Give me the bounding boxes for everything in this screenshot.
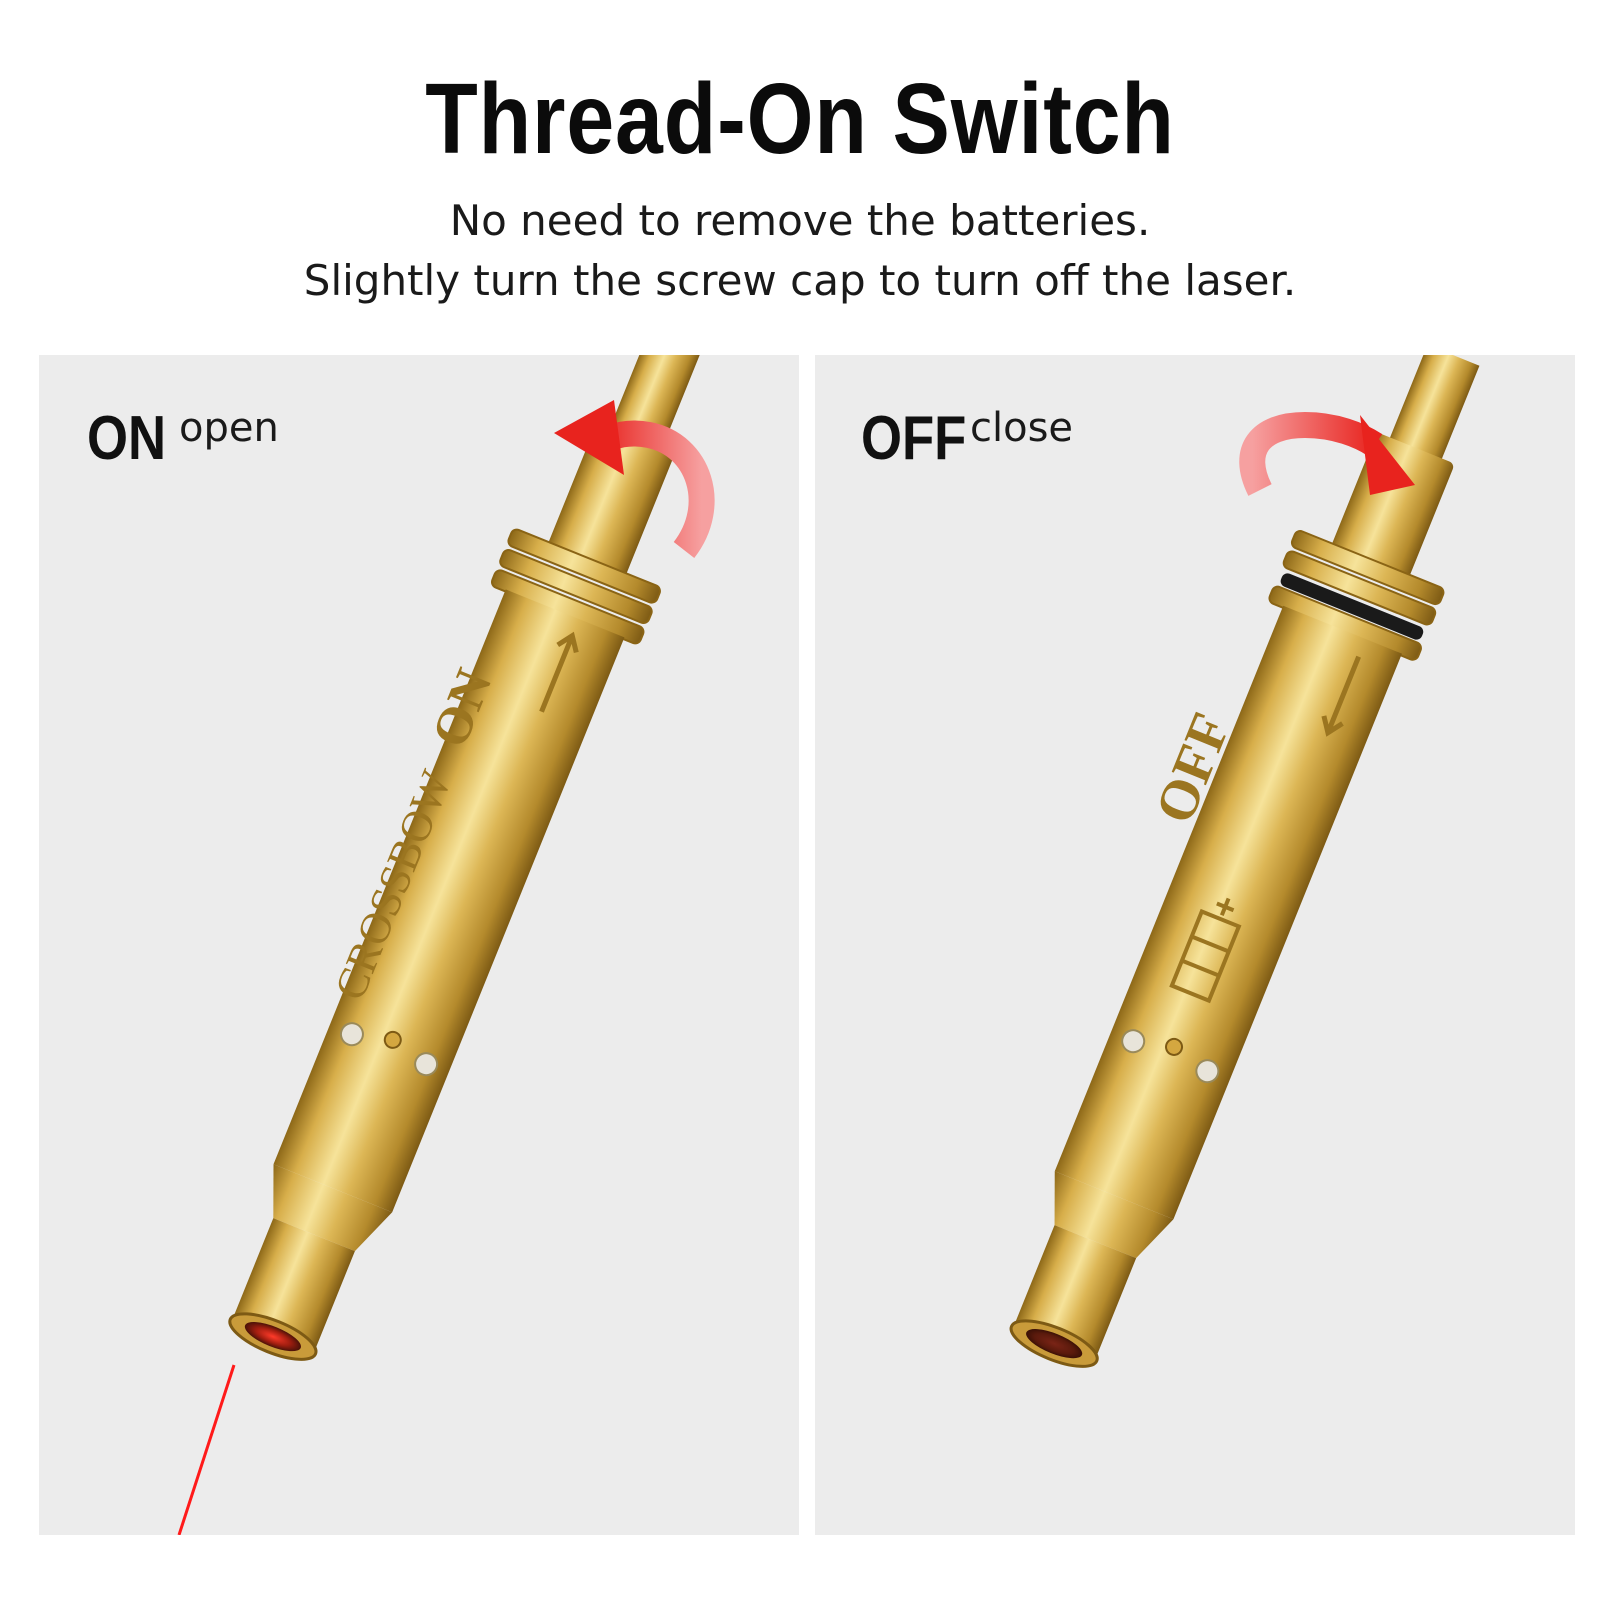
on-boresighter-illustration: CROSSBOW ON — [177, 355, 715, 1535]
state-description-close: close — [970, 405, 1074, 451]
off-boresighter-illustration: OFF — [1009, 355, 1480, 1368]
battery-icon — [1169, 897, 1242, 1004]
laser-beam — [177, 1364, 236, 1535]
up-arrow-engraving-icon — [539, 631, 579, 713]
subtitle-line-2: Slightly turn the screw cap to turn off … — [303, 256, 1297, 305]
rotate-counterclockwise-arrow-icon — [554, 400, 715, 558]
state-description-open: open — [179, 405, 279, 451]
subtitle-line-1: No need to remove the batteries. — [449, 196, 1151, 245]
brass-cartridge-off — [1009, 355, 1480, 1368]
state-label-on: ON — [87, 404, 167, 473]
down-arrow-engraving-icon — [1321, 655, 1361, 737]
brass-cartridge — [228, 355, 700, 1361]
o-ring — [1280, 573, 1424, 640]
rotate-clockwise-arrow-icon — [1239, 411, 1415, 496]
off-panel: OFF OFF close — [815, 355, 1575, 1535]
on-panel: CROSSBOW ON ON open — [39, 355, 799, 1535]
state-label-off: OFF — [861, 404, 967, 473]
product-title: Thread-On Switch — [425, 63, 1175, 175]
